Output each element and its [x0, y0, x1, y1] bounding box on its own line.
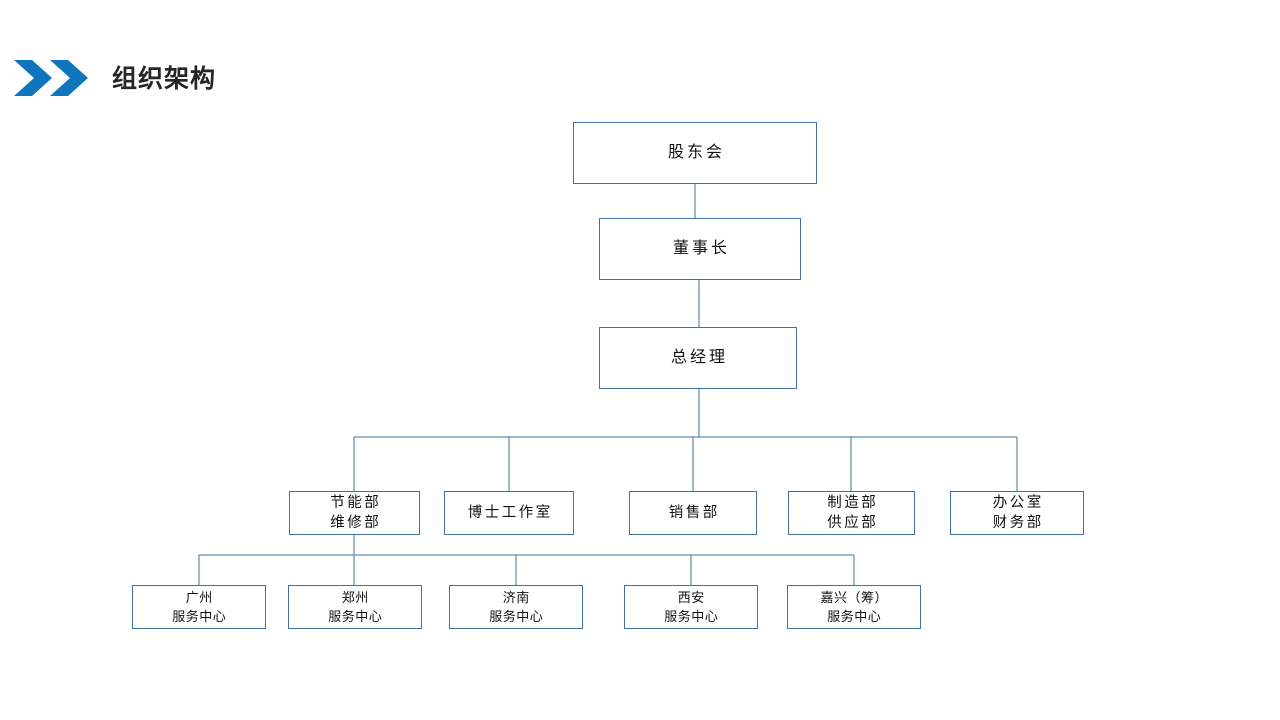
slide-header: 组织架构 [0, 0, 1280, 120]
org-node-label-line1: 郑州 [341, 590, 369, 605]
org-node-center-jinan[interactable]: 济南 服务中心 [449, 585, 583, 629]
org-node-center-jiaxing[interactable]: 嘉兴（筹） 服务中心 [787, 585, 921, 629]
org-node-dept-manufacturing[interactable]: 制造部 供应部 [788, 491, 915, 535]
org-node-dept-sales[interactable]: 销售部 [629, 491, 757, 535]
org-node-label-line2: 供应部 [827, 515, 879, 531]
double-chevron-right-icon [14, 60, 88, 96]
org-node-label-line2: 服务中心 [489, 609, 544, 624]
org-node-label: 总经理 [670, 349, 728, 366]
org-node-label-line2: 服务中心 [328, 609, 383, 624]
org-node-label-line1: 办公室 [992, 495, 1044, 511]
org-node-label-line2: 维修部 [330, 515, 382, 531]
org-node-label: 董事长 [672, 240, 730, 257]
page-title: 组织架构 [112, 65, 217, 93]
org-node-label-line1: 西安 [677, 590, 705, 605]
org-node-label-line2: 服务中心 [827, 609, 882, 624]
org-node-label-line1: 嘉兴（筹） [820, 590, 888, 605]
org-node-label-line1: 制造部 [827, 495, 879, 511]
org-node-label: 股东会 [667, 144, 725, 161]
org-node-label-line1: 销售部 [668, 505, 720, 521]
org-node-label-line1: 节能部 [330, 495, 382, 511]
org-node-general-manager[interactable]: 总经理 [599, 327, 797, 389]
org-node-label-line1: 济南 [502, 590, 530, 605]
org-node-dept-energy[interactable]: 节能部 维修部 [289, 491, 420, 535]
org-node-chairman[interactable]: 董事长 [599, 218, 801, 280]
org-node-center-guangzhou[interactable]: 广州 服务中心 [132, 585, 266, 629]
org-node-label-line2: 财务部 [992, 515, 1044, 531]
org-node-label-line2: 服务中心 [664, 609, 719, 624]
org-node-dept-doctor-studio[interactable]: 博士工作室 [444, 491, 574, 535]
org-node-shareholders[interactable]: 股东会 [573, 122, 817, 184]
org-node-label-line1: 广州 [185, 590, 213, 605]
org-node-center-xian[interactable]: 西安 服务中心 [624, 585, 758, 629]
org-node-dept-office[interactable]: 办公室 财务部 [950, 491, 1084, 535]
org-node-label-line2: 服务中心 [172, 609, 227, 624]
org-node-center-zhengzhou[interactable]: 郑州 服务中心 [288, 585, 422, 629]
org-node-label-line1: 博士工作室 [467, 505, 553, 521]
